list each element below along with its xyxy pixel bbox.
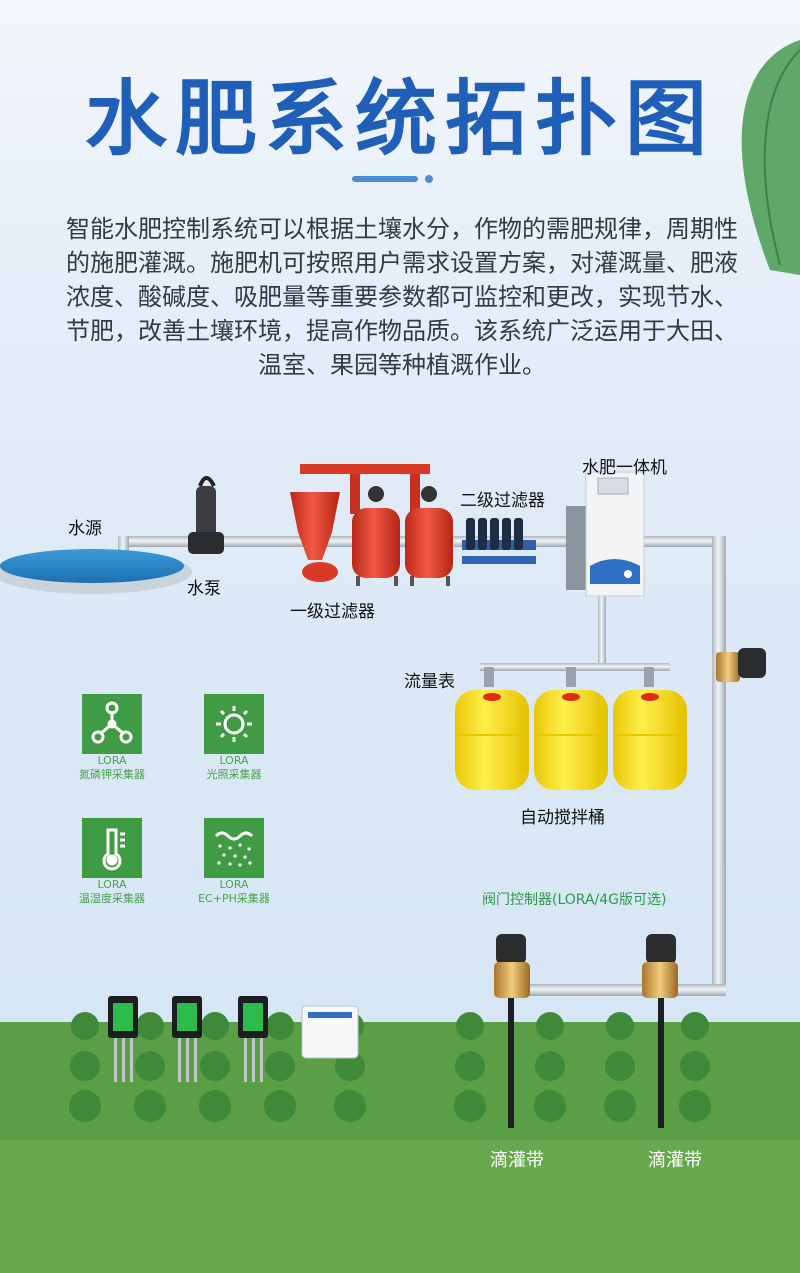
sensor-line1: LORA: [52, 878, 172, 892]
label-valve-controller: 阀门控制器(LORA/4G版可选): [482, 889, 666, 909]
water-source-pond: [0, 549, 192, 594]
sensor-line2: 光照采集器: [174, 768, 294, 782]
sensor-line2: 氮磷钾采集器: [52, 768, 172, 782]
label-water-pump: 水泵: [187, 574, 221, 599]
secondary-filter: [462, 518, 536, 564]
thermometer-icon: [82, 818, 142, 878]
sensor-line1: LORA: [52, 754, 172, 768]
water-drops-icon: [204, 818, 264, 878]
label-fertigation-machine: 水肥一体机: [582, 453, 667, 478]
label-secondary-filter: 二级过滤器: [460, 486, 545, 511]
label-flow-meter: 流量表: [404, 667, 455, 692]
label-drip-tape-1: 滴灌带: [490, 1146, 544, 1172]
sensor-caption-temp-humidity: LORA 温湿度采集器: [52, 878, 172, 906]
primary-filter: [290, 464, 453, 586]
water-pump: [188, 478, 224, 554]
label-primary-filter: 一级过滤器: [290, 597, 375, 622]
label-water-source: 水源: [68, 514, 102, 539]
sensor-line1: LORA: [174, 878, 294, 892]
sensor-line2: 温湿度采集器: [52, 892, 172, 906]
sensor-line1: LORA: [174, 754, 294, 768]
sun-icon: [204, 694, 264, 754]
sensor-caption-light: LORA 光照采集器: [174, 754, 294, 782]
sensor-caption-ec-ph: LORA EC+PH采集器: [174, 878, 294, 906]
mixing-tanks: [455, 690, 687, 790]
sensor-caption-npk: LORA 氮磷钾采集器: [52, 754, 172, 782]
label-mixing-tank: 自动搅拌桶: [520, 803, 605, 828]
label-drip-tape-2: 滴灌带: [648, 1146, 702, 1172]
molecule-icon: [82, 694, 142, 754]
sensor-line2: EC+PH采集器: [174, 892, 294, 906]
fertigation-machine: [566, 472, 644, 596]
main-valve: [716, 648, 766, 682]
